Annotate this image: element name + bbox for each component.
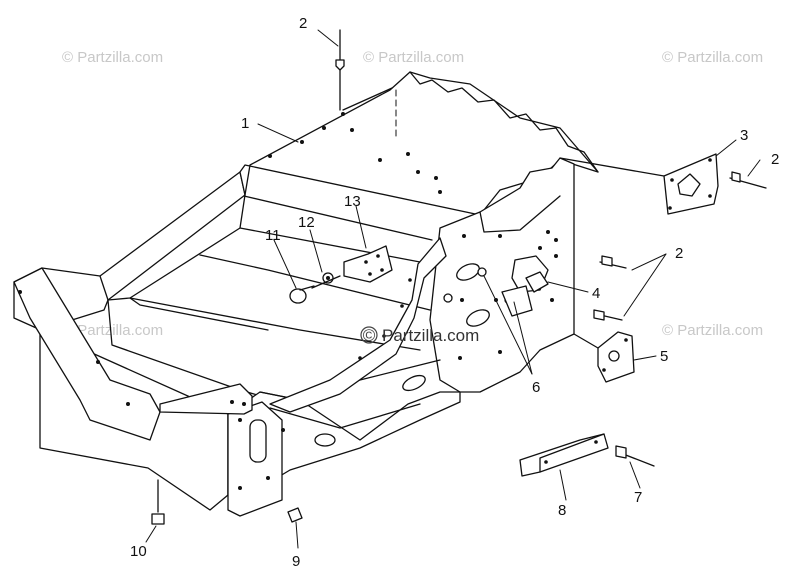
nut-part-4	[525, 271, 549, 293]
watermark: © Partzilla.com	[662, 322, 763, 339]
watermark-group: © Partzilla.com © Partzilla.com © Partzi…	[62, 49, 763, 339]
watermark: © Partzilla.com	[363, 49, 464, 66]
callout-label: 4	[592, 285, 600, 302]
bolt-part-2-top	[335, 29, 345, 111]
bolt-part-2-right-top	[729, 171, 767, 189]
callout-label: 8	[558, 502, 566, 519]
watermark: © Partzilla.com	[62, 322, 163, 339]
callout-label: 3	[740, 127, 748, 144]
center-watermark: © Partzilla.com	[360, 326, 479, 345]
bracket-part-8	[519, 433, 609, 477]
copyright-symbol: ©	[363, 326, 376, 345]
callout-label: 2	[771, 151, 779, 168]
plug-part-9	[287, 507, 303, 523]
bolt-part-7	[615, 445, 655, 467]
callout-label: 2	[299, 15, 307, 32]
watermark-text: Partzilla.com	[382, 326, 479, 345]
frame-part-1	[13, 71, 599, 517]
plug-part-10	[151, 479, 165, 525]
plate-part-3	[559, 153, 719, 215]
callout-label: 9	[292, 553, 300, 570]
nut-part-6	[443, 267, 533, 317]
callout-label: 11	[265, 227, 281, 244]
callout-label: 2	[675, 245, 683, 262]
watermark: © Partzilla.com	[62, 49, 163, 66]
washer-part-12	[311, 272, 341, 289]
deck-holes	[268, 112, 442, 194]
callout-label: 10	[130, 543, 147, 560]
bolt-part-2-right-mid	[593, 255, 627, 321]
callout-label: 12	[298, 214, 315, 231]
bracket-part-13	[343, 245, 393, 283]
plate-part-5	[573, 331, 635, 383]
callout-label: 1	[241, 115, 249, 132]
leader-lines	[145, 29, 761, 549]
callout-label: 13	[344, 193, 361, 210]
callout-labels: 2 1 3 2 2 13 12 11 4 5 6 7 8 9 10	[130, 15, 779, 570]
plate-holes	[458, 230, 558, 360]
watermark: © Partzilla.com	[662, 49, 763, 66]
callout-label: 6	[532, 379, 540, 396]
callout-label: 7	[634, 489, 642, 506]
plug-part-11	[289, 285, 315, 304]
callout-label: 5	[660, 348, 668, 365]
